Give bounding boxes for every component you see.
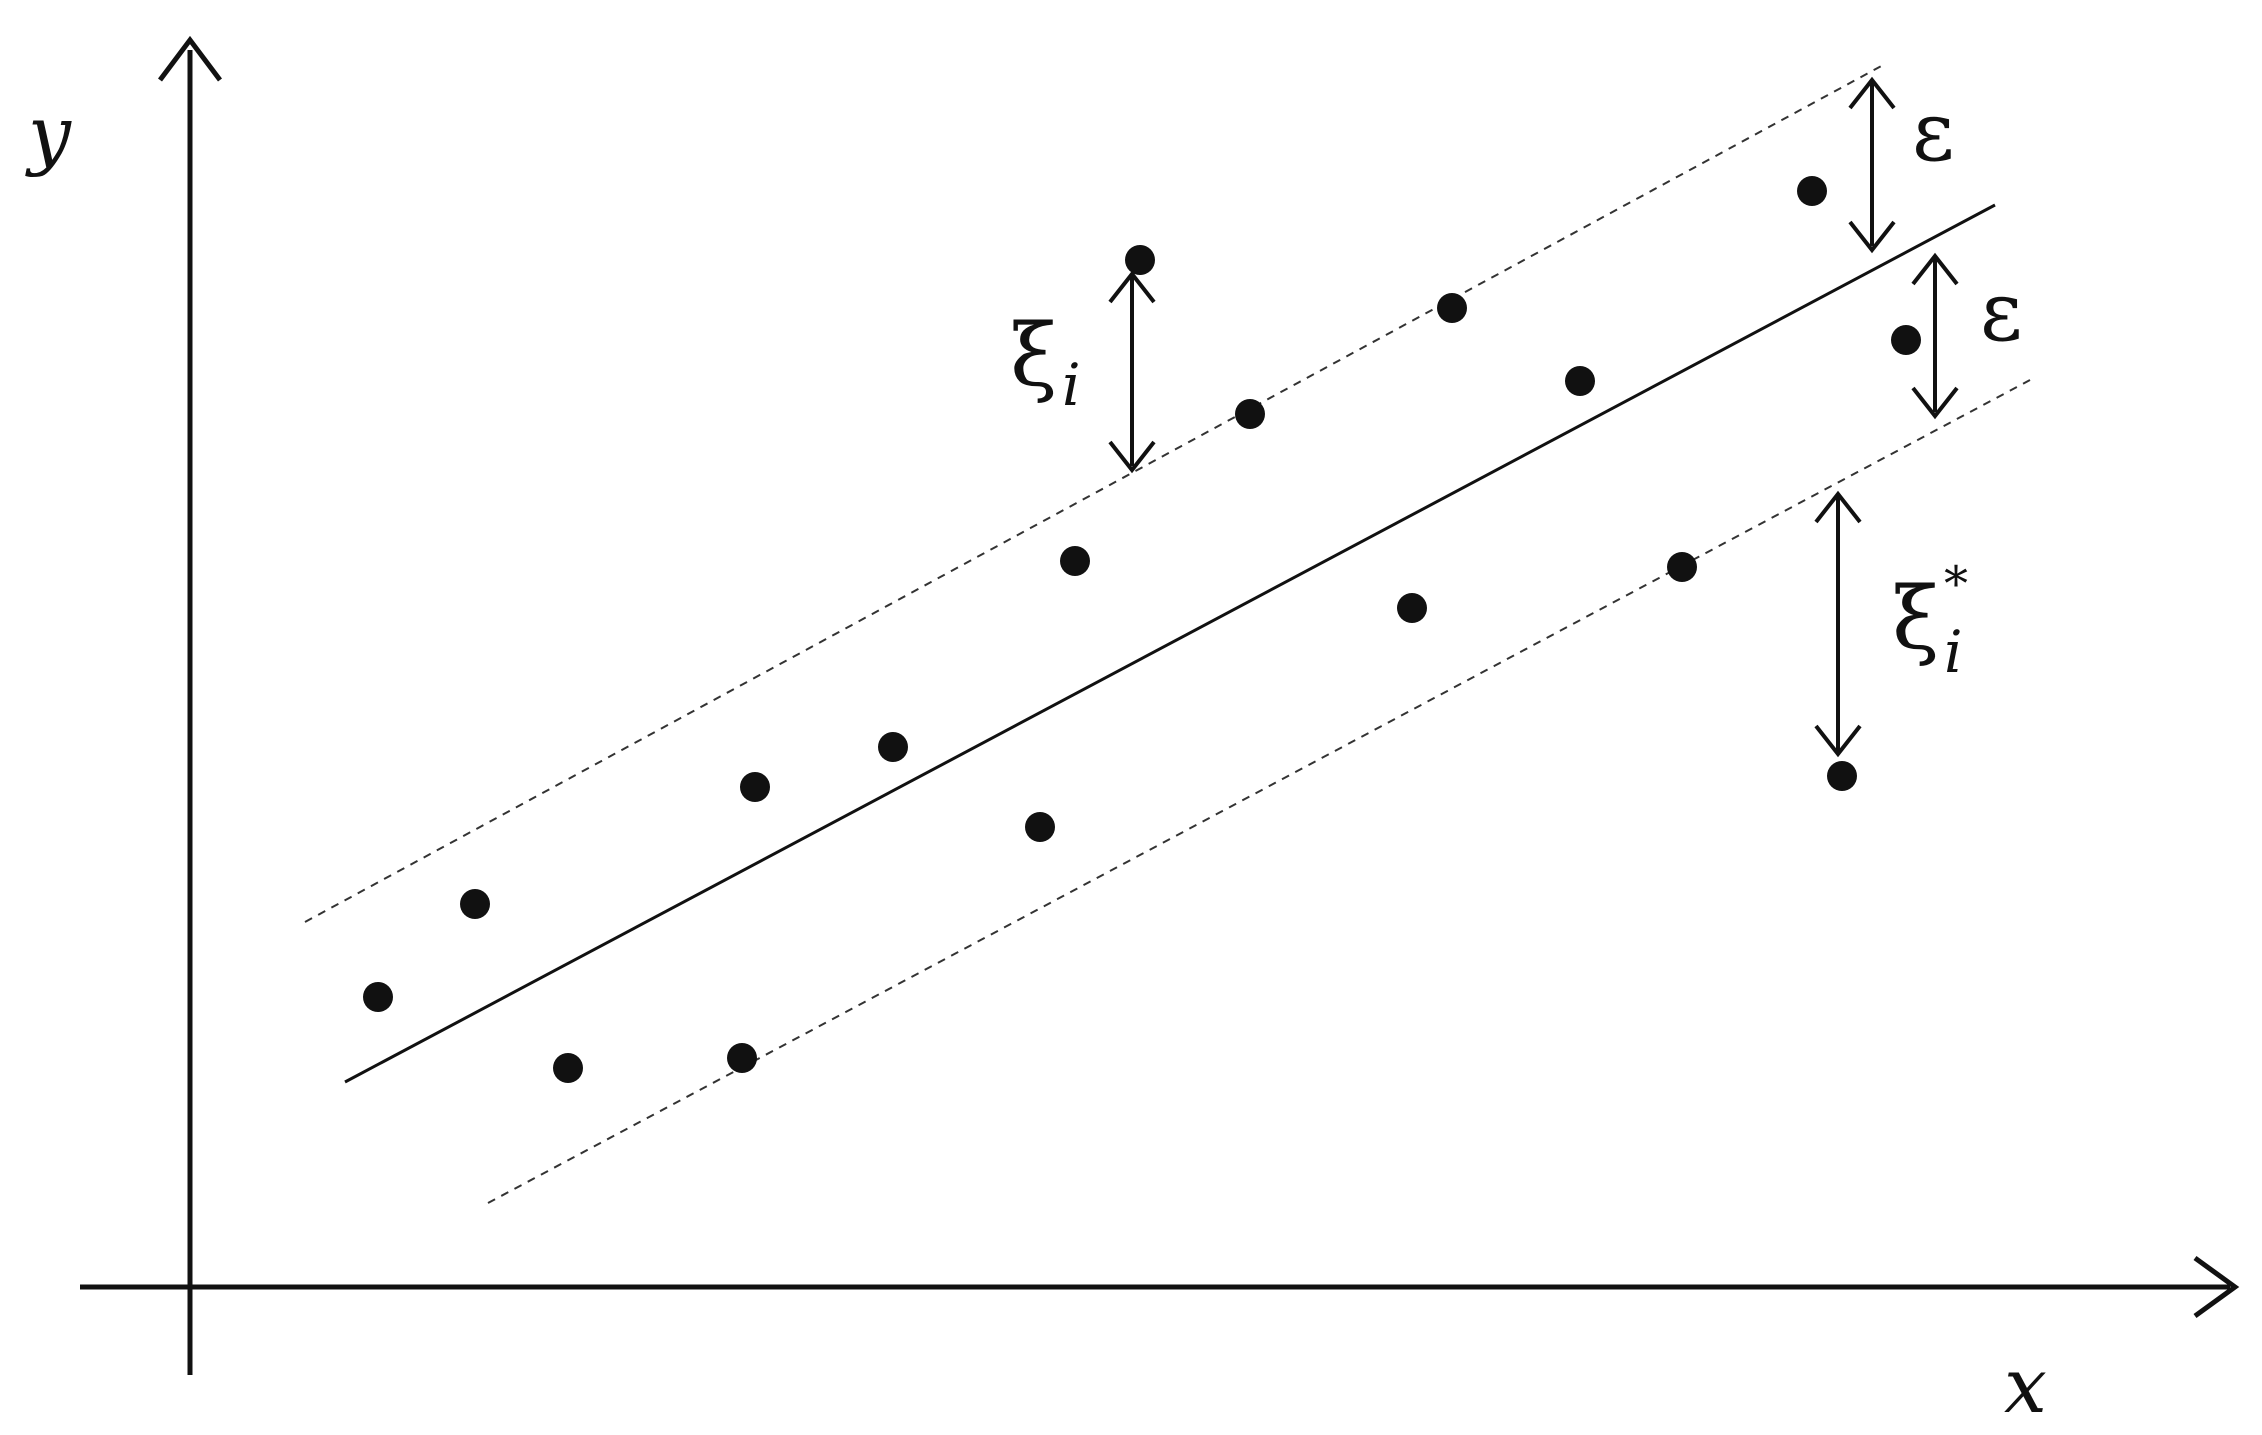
data-point-outlier-below (1827, 761, 1857, 791)
y-axis-arrowhead (158, 35, 222, 82)
data-point (1797, 176, 1827, 206)
data-point (553, 1053, 583, 1083)
xi-label: ξ i (1010, 306, 1081, 419)
epsilon-lower-arrow (1911, 252, 1959, 420)
data-point (1025, 812, 1055, 842)
xi-star-superscript: * (1944, 556, 1968, 612)
data-point (1060, 546, 1090, 576)
data-point (1235, 399, 1265, 429)
data-point (1565, 366, 1595, 396)
axes (80, 35, 2240, 1375)
data-point (460, 889, 490, 919)
y-axis-label: y (25, 89, 72, 178)
lower-epsilon-boundary (487, 379, 2031, 1204)
data-point (1667, 552, 1697, 582)
x-axis-arrowhead (2193, 1255, 2240, 1319)
x-axis-label: x (2004, 1341, 2047, 1430)
epsilon-lower-label: ε (1980, 265, 2022, 360)
data-point (878, 732, 908, 762)
data-point (1437, 293, 1467, 323)
data-point (727, 1043, 757, 1073)
xi-arrow (1108, 270, 1156, 474)
data-point-outlier-above (1125, 245, 1155, 275)
data-point (740, 772, 770, 802)
xi-star-label: ξ i * (1892, 556, 1968, 686)
data-point (363, 982, 393, 1012)
data-point (1397, 593, 1427, 623)
epsilon-upper-arrow (1848, 76, 1896, 254)
upper-epsilon-boundary (304, 63, 1886, 923)
xi-subscript: i (1062, 351, 1081, 419)
regression-line (344, 203, 1996, 1084)
svg-text:ξ: ξ (1010, 306, 1057, 406)
data-points (363, 176, 1921, 1083)
xi-star-arrow (1814, 490, 1862, 758)
svg-text:ξ: ξ (1892, 569, 1939, 669)
data-point (1891, 325, 1921, 355)
epsilon-upper-label: ε (1912, 85, 1954, 180)
xi-star-subscript: i (1944, 618, 1963, 686)
